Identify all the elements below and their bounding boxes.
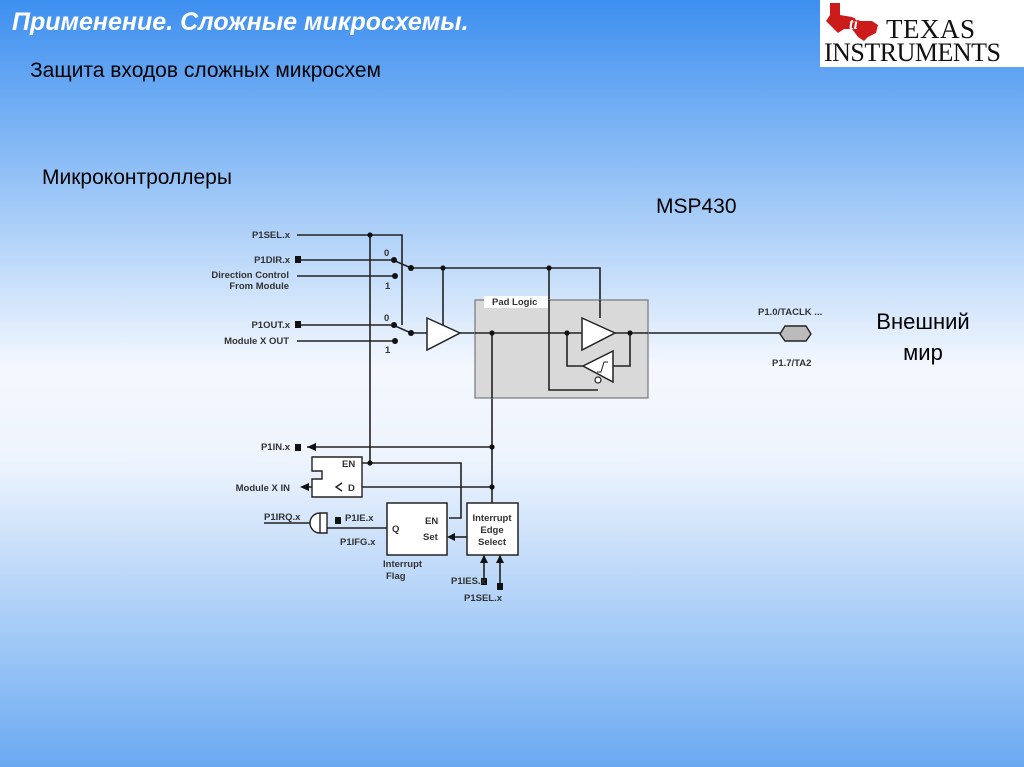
- ies-line1: Interrupt: [472, 513, 512, 524]
- logo-instruments: Instruments: [824, 38, 1001, 67]
- slide-subtitle: Защита входов сложных микросхем: [30, 59, 381, 82]
- latch-en: EN: [342, 459, 355, 470]
- label-p1ie: P1IE.x: [345, 513, 374, 524]
- label-p1sel-bottom: P1SEL.x: [464, 593, 503, 604]
- label-irq-flag-1: Interrupt: [383, 559, 423, 570]
- label-p1dir: P1DIR.x: [254, 255, 291, 266]
- chip-label: MSP430: [656, 195, 737, 218]
- label-dir-ctrl-1: Direction Control: [211, 270, 289, 281]
- pad-logic-tab: [484, 296, 548, 308]
- label-p1irq: P1IRQ.x: [264, 512, 301, 523]
- logo-texas: Texas: [886, 14, 976, 44]
- ies-line3: Select: [478, 537, 507, 548]
- mux2-1: 1: [385, 345, 391, 356]
- label-p1in: P1IN.x: [261, 442, 291, 453]
- ti-logo: ti Texas Instruments: [820, 0, 1024, 67]
- mux1-0: 0: [384, 248, 389, 259]
- input-latch: [311, 456, 363, 498]
- label-pad-logic: Pad Logic: [492, 297, 537, 308]
- mux1-1: 1: [385, 281, 391, 292]
- flag-en: EN: [425, 516, 438, 527]
- label-pin-1: P1.0/TACLK ...: [758, 307, 822, 318]
- external-line1: Внешний: [876, 309, 970, 334]
- label-p1out: P1OUT.x: [251, 320, 290, 331]
- mux2-0: 0: [384, 313, 389, 324]
- interrupt-edge-select-box: [466, 502, 519, 556]
- section-label: Микроконтроллеры: [42, 166, 232, 189]
- texas-state-icon: ti: [826, 3, 878, 41]
- output-buffer-icon: [426, 316, 462, 352]
- label-p1ifg: P1IFG.x: [340, 537, 376, 548]
- label-pin-2: P1.7/TA2: [772, 358, 811, 369]
- label-dir-ctrl-2: From Module: [229, 281, 289, 292]
- label-irq-flag-2: Flag: [386, 571, 406, 582]
- and-gate-icon: [309, 512, 328, 534]
- ies-line2: Edge: [480, 525, 503, 536]
- external-line2: мир: [903, 340, 943, 365]
- label-mod-in: Module X IN: [236, 483, 291, 494]
- flag-q: Q: [392, 524, 399, 535]
- svg-text:ti: ti: [849, 16, 858, 33]
- tristate-buffer-icon: [581, 316, 617, 352]
- slide-title: Применение. Сложные микросхемы.: [12, 8, 469, 36]
- label-mod-out: Module X OUT: [224, 336, 289, 347]
- latch-d: D: [348, 483, 355, 494]
- schmitt-trigger-icon: [581, 349, 614, 384]
- flag-set: Set: [423, 532, 439, 543]
- external-world-label: Внешний мир: [858, 306, 988, 368]
- pin-pad-icon: [779, 325, 812, 342]
- label-p1ies: P1IES.x: [451, 576, 487, 587]
- label-p1sel: P1SEL.x: [252, 230, 291, 241]
- interrupt-flag-box: [386, 502, 448, 556]
- pad-logic-box: [474, 299, 649, 399]
